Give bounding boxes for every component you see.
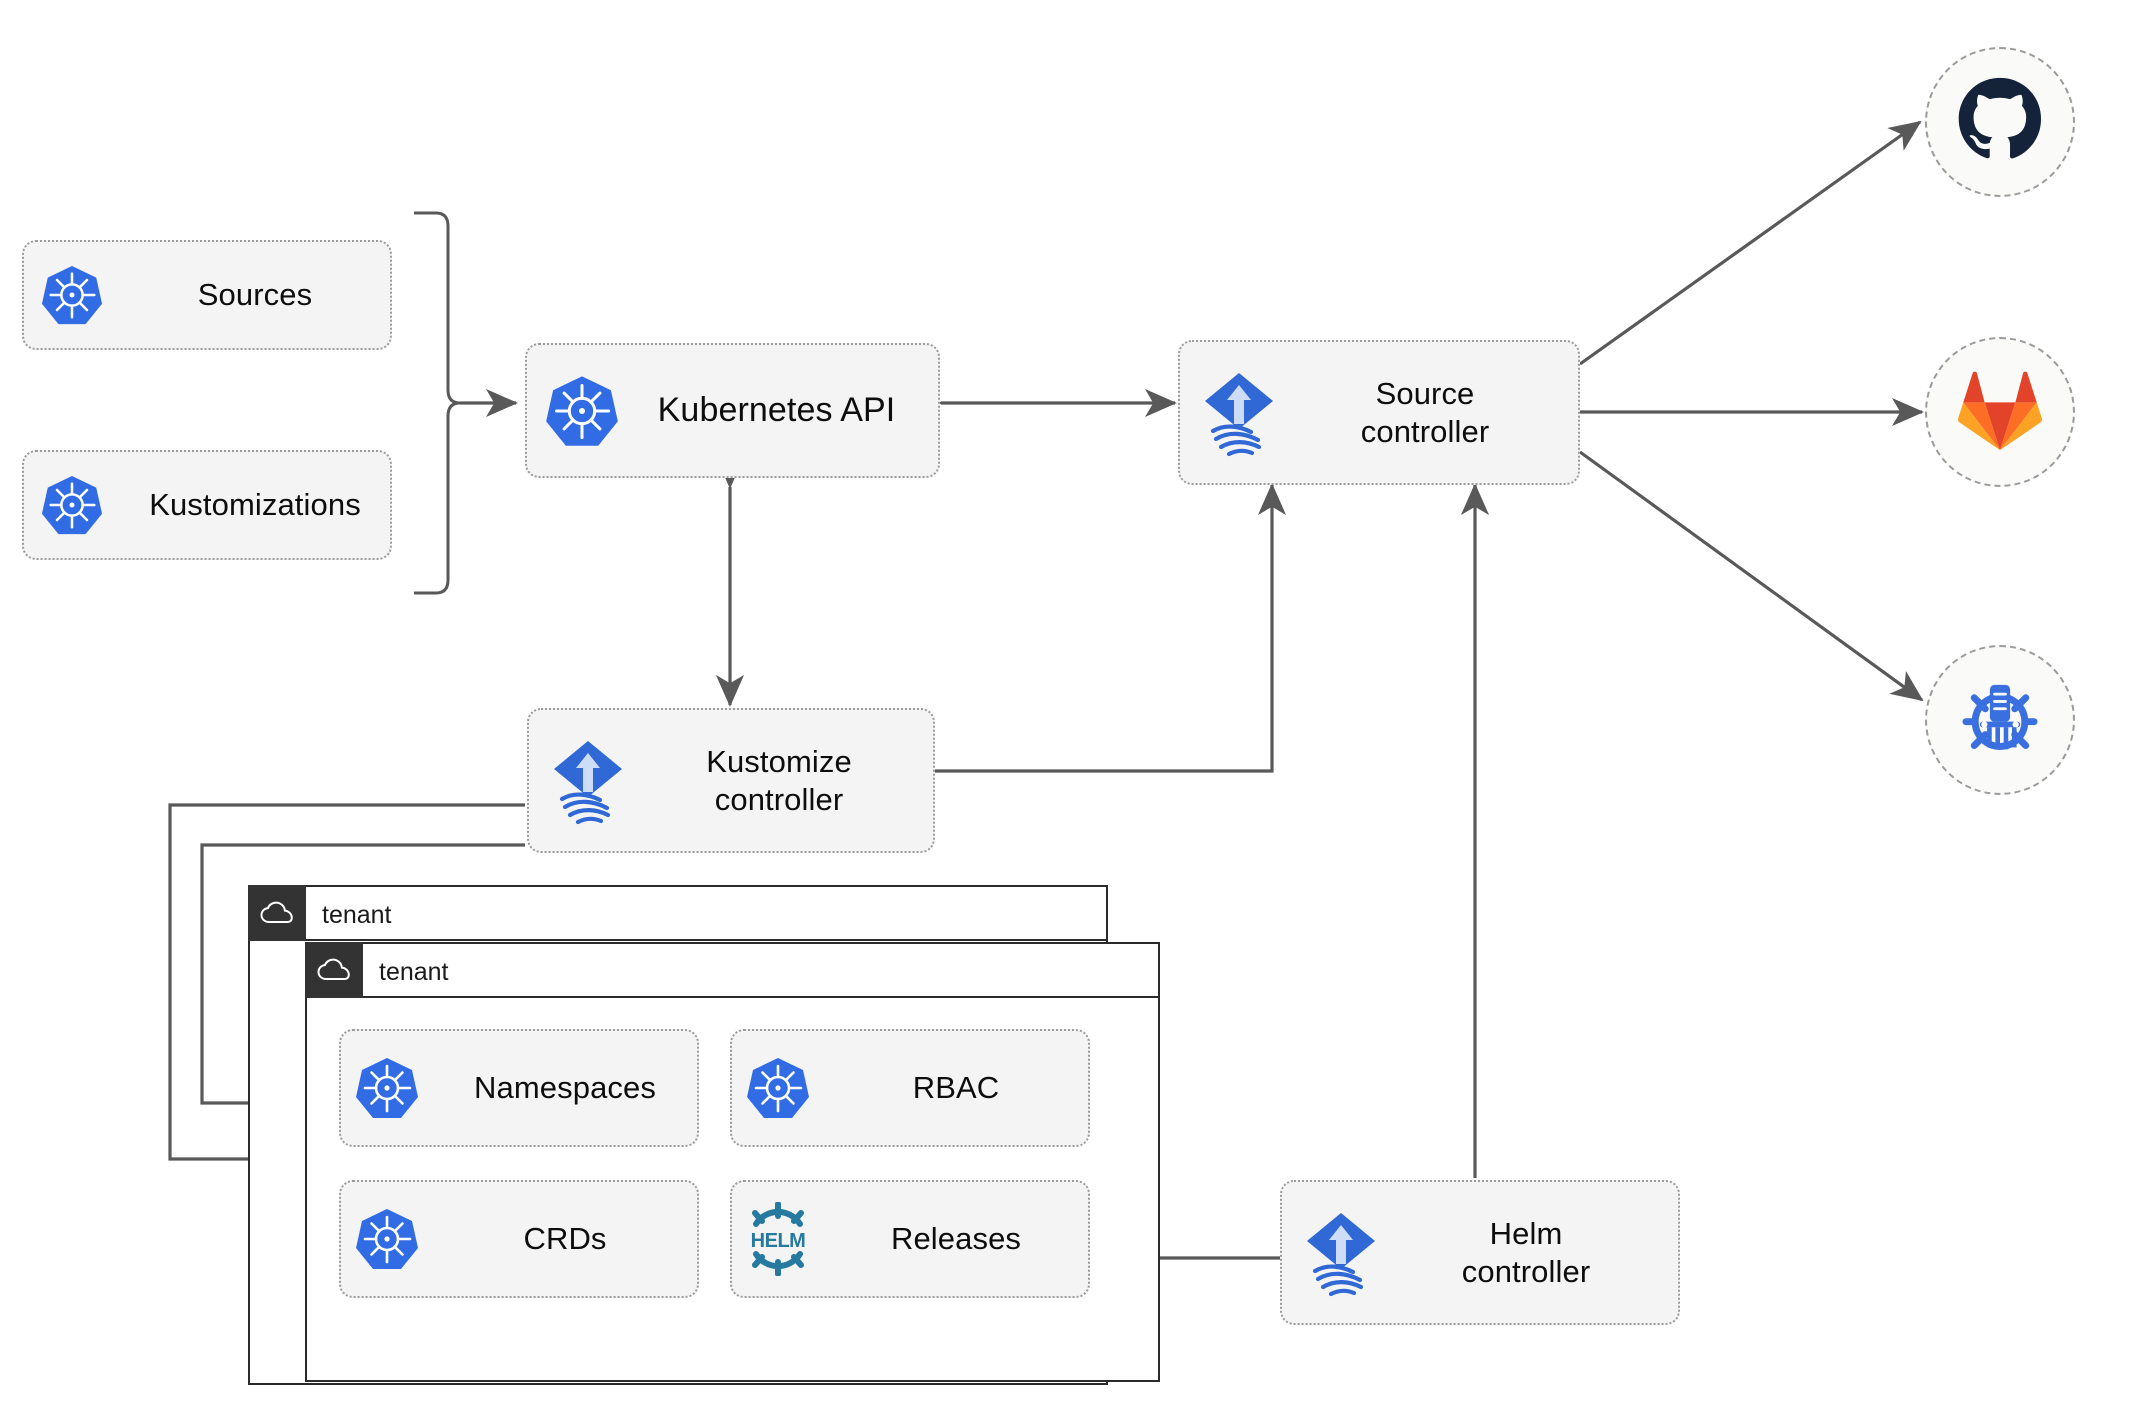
card-crds[interactable]: CRDs [339,1180,699,1298]
kubernetes-icon [341,1207,433,1271]
card-rbac[interactable]: RBAC [730,1029,1090,1147]
card-label: CRDs [523,1221,607,1257]
card-label-line2: controller [1360,413,1490,449]
cloud-icon [247,884,306,941]
kubernetes-icon [732,1056,824,1120]
helm-icon: HELM [732,1202,824,1276]
kubernetes-icon [24,474,120,536]
helm-repo-icon [1954,672,2046,769]
tenant-front[interactable]: tenant Namespaces [304,941,1160,1382]
circle-gitlab[interactable] [1925,337,2075,487]
tenant-back-label: tenant [322,900,392,929]
edge-inputs-bracket [414,211,461,595]
card-label: Namespaces [474,1070,656,1106]
circle-helm-repo[interactable] [1925,645,2075,795]
github-icon [1956,76,2044,169]
card-label: Sources [197,277,313,313]
card-namespaces[interactable]: Namespaces [339,1029,699,1147]
card-label: RBAC [912,1070,1000,1106]
card-label: Releases [890,1221,1022,1257]
card-label-line1: Helm [1489,1215,1563,1251]
tenant-front-label: tenant [379,957,449,986]
card-helm-controller[interactable]: Helm controller [1280,1180,1680,1325]
edge-kustomize-source [935,483,1287,773]
kubernetes-icon [24,264,120,326]
card-releases[interactable]: HELM Releases [730,1180,1090,1298]
flux-icon [529,737,647,825]
card-label-line2: controller [1461,1253,1591,1289]
tenant-back-headline [247,885,1108,941]
flux-icon [1180,369,1298,457]
card-label: Kustomize controller [647,743,933,819]
circle-github[interactable] [1925,47,2075,197]
card-label: Kustomizations [149,487,361,523]
card-kubernetes-api[interactable]: Kubernetes API [525,343,940,478]
card-label: Kubernetes API [657,390,896,429]
card-source-controller[interactable]: Source controller [1178,340,1580,485]
cloud-icon [304,941,363,998]
edge-source-github [1579,120,1922,366]
card-label-line1: Source [1375,375,1475,411]
card-sources[interactable]: Sources [22,240,392,350]
edge-source-helmrepo [1579,450,1924,702]
card-label-line1: Kustomize [706,743,852,779]
flux-icon [1282,1209,1400,1297]
card-label: Source controller [1298,375,1578,451]
gitlab-icon [1957,369,2043,456]
tenant-front-headline [304,942,1160,998]
card-kustomize-controller[interactable]: Kustomize controller [527,708,935,853]
kubernetes-icon [527,374,637,448]
card-label-line2: controller [714,781,844,817]
card-label: Helm controller [1400,1215,1678,1291]
card-kustomizations[interactable]: Kustomizations [22,450,392,560]
svg-text:HELM: HELM [751,1230,806,1252]
kubernetes-icon [341,1056,433,1120]
